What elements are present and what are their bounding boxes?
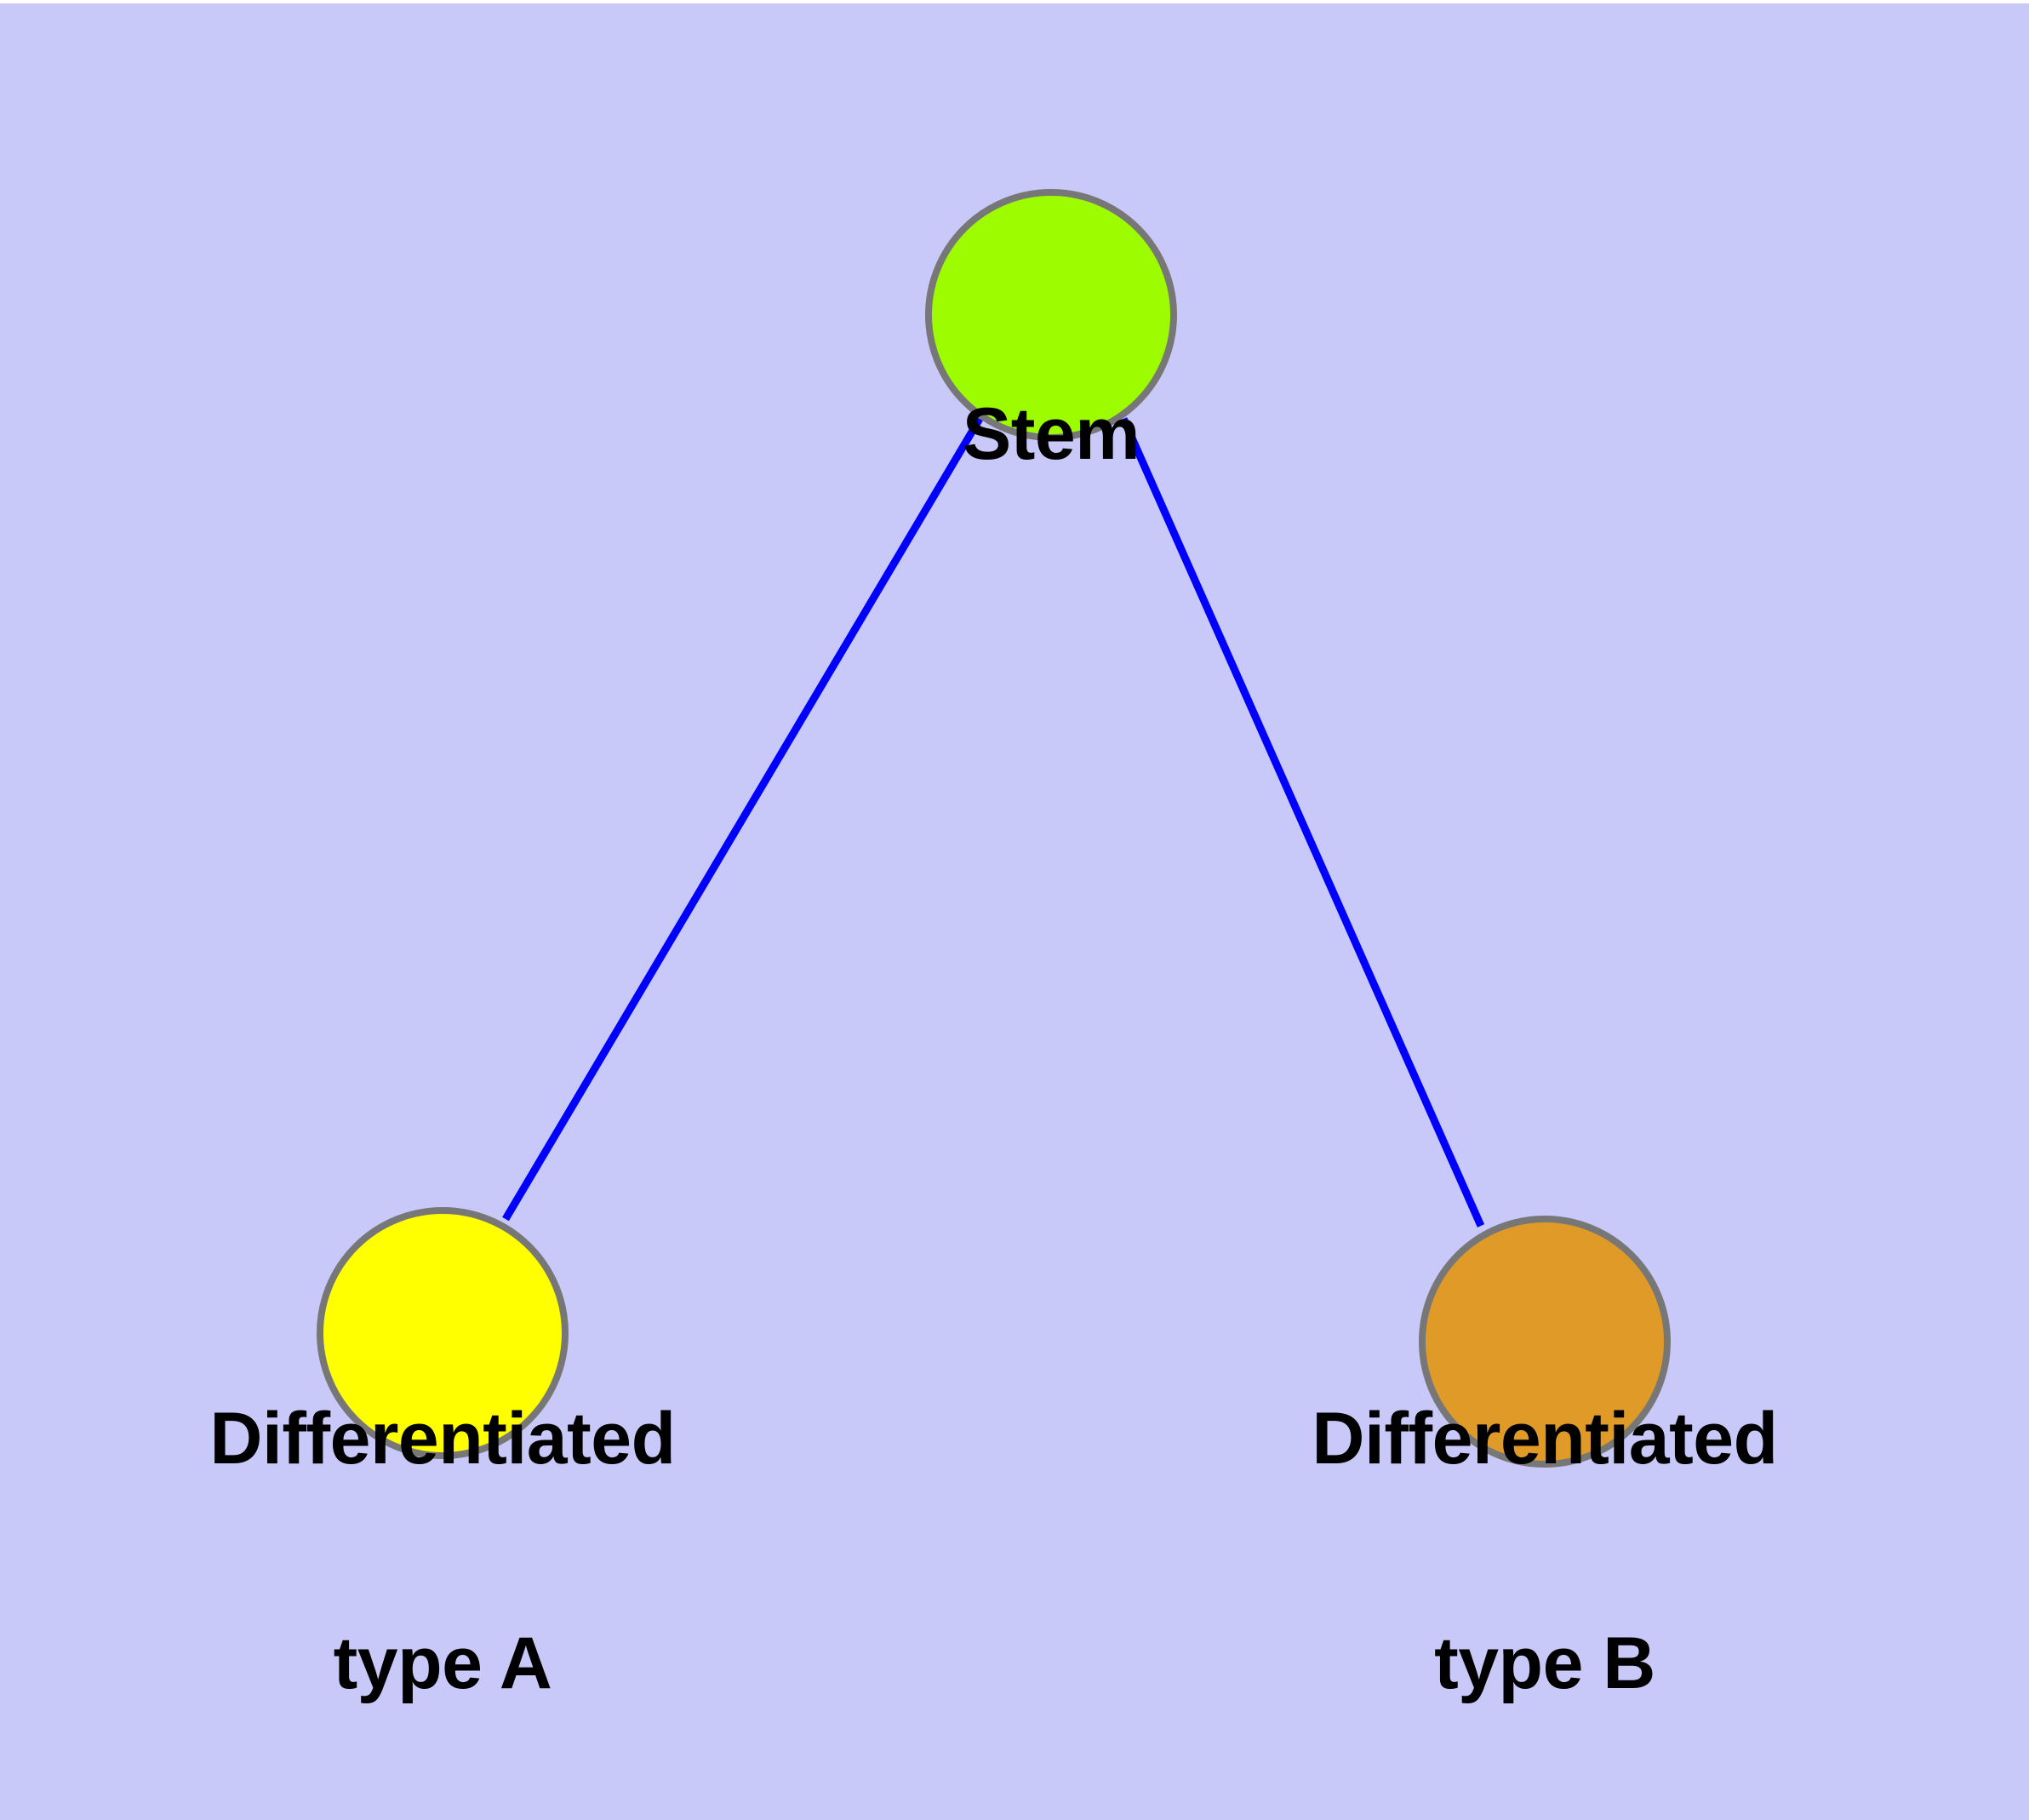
node-stem[interactable] [925, 189, 1177, 441]
edge-layer [502, 416, 1485, 1228]
node-differentiated-type-a[interactable] [317, 1207, 569, 1459]
edge-stem-to-differentiated-type-a[interactable] [502, 416, 983, 1222]
edge-stem-to-differentiated-type-b[interactable] [1119, 417, 1485, 1228]
node-layer [317, 189, 1671, 1468]
node-differentiated-type-b[interactable] [1419, 1216, 1671, 1468]
